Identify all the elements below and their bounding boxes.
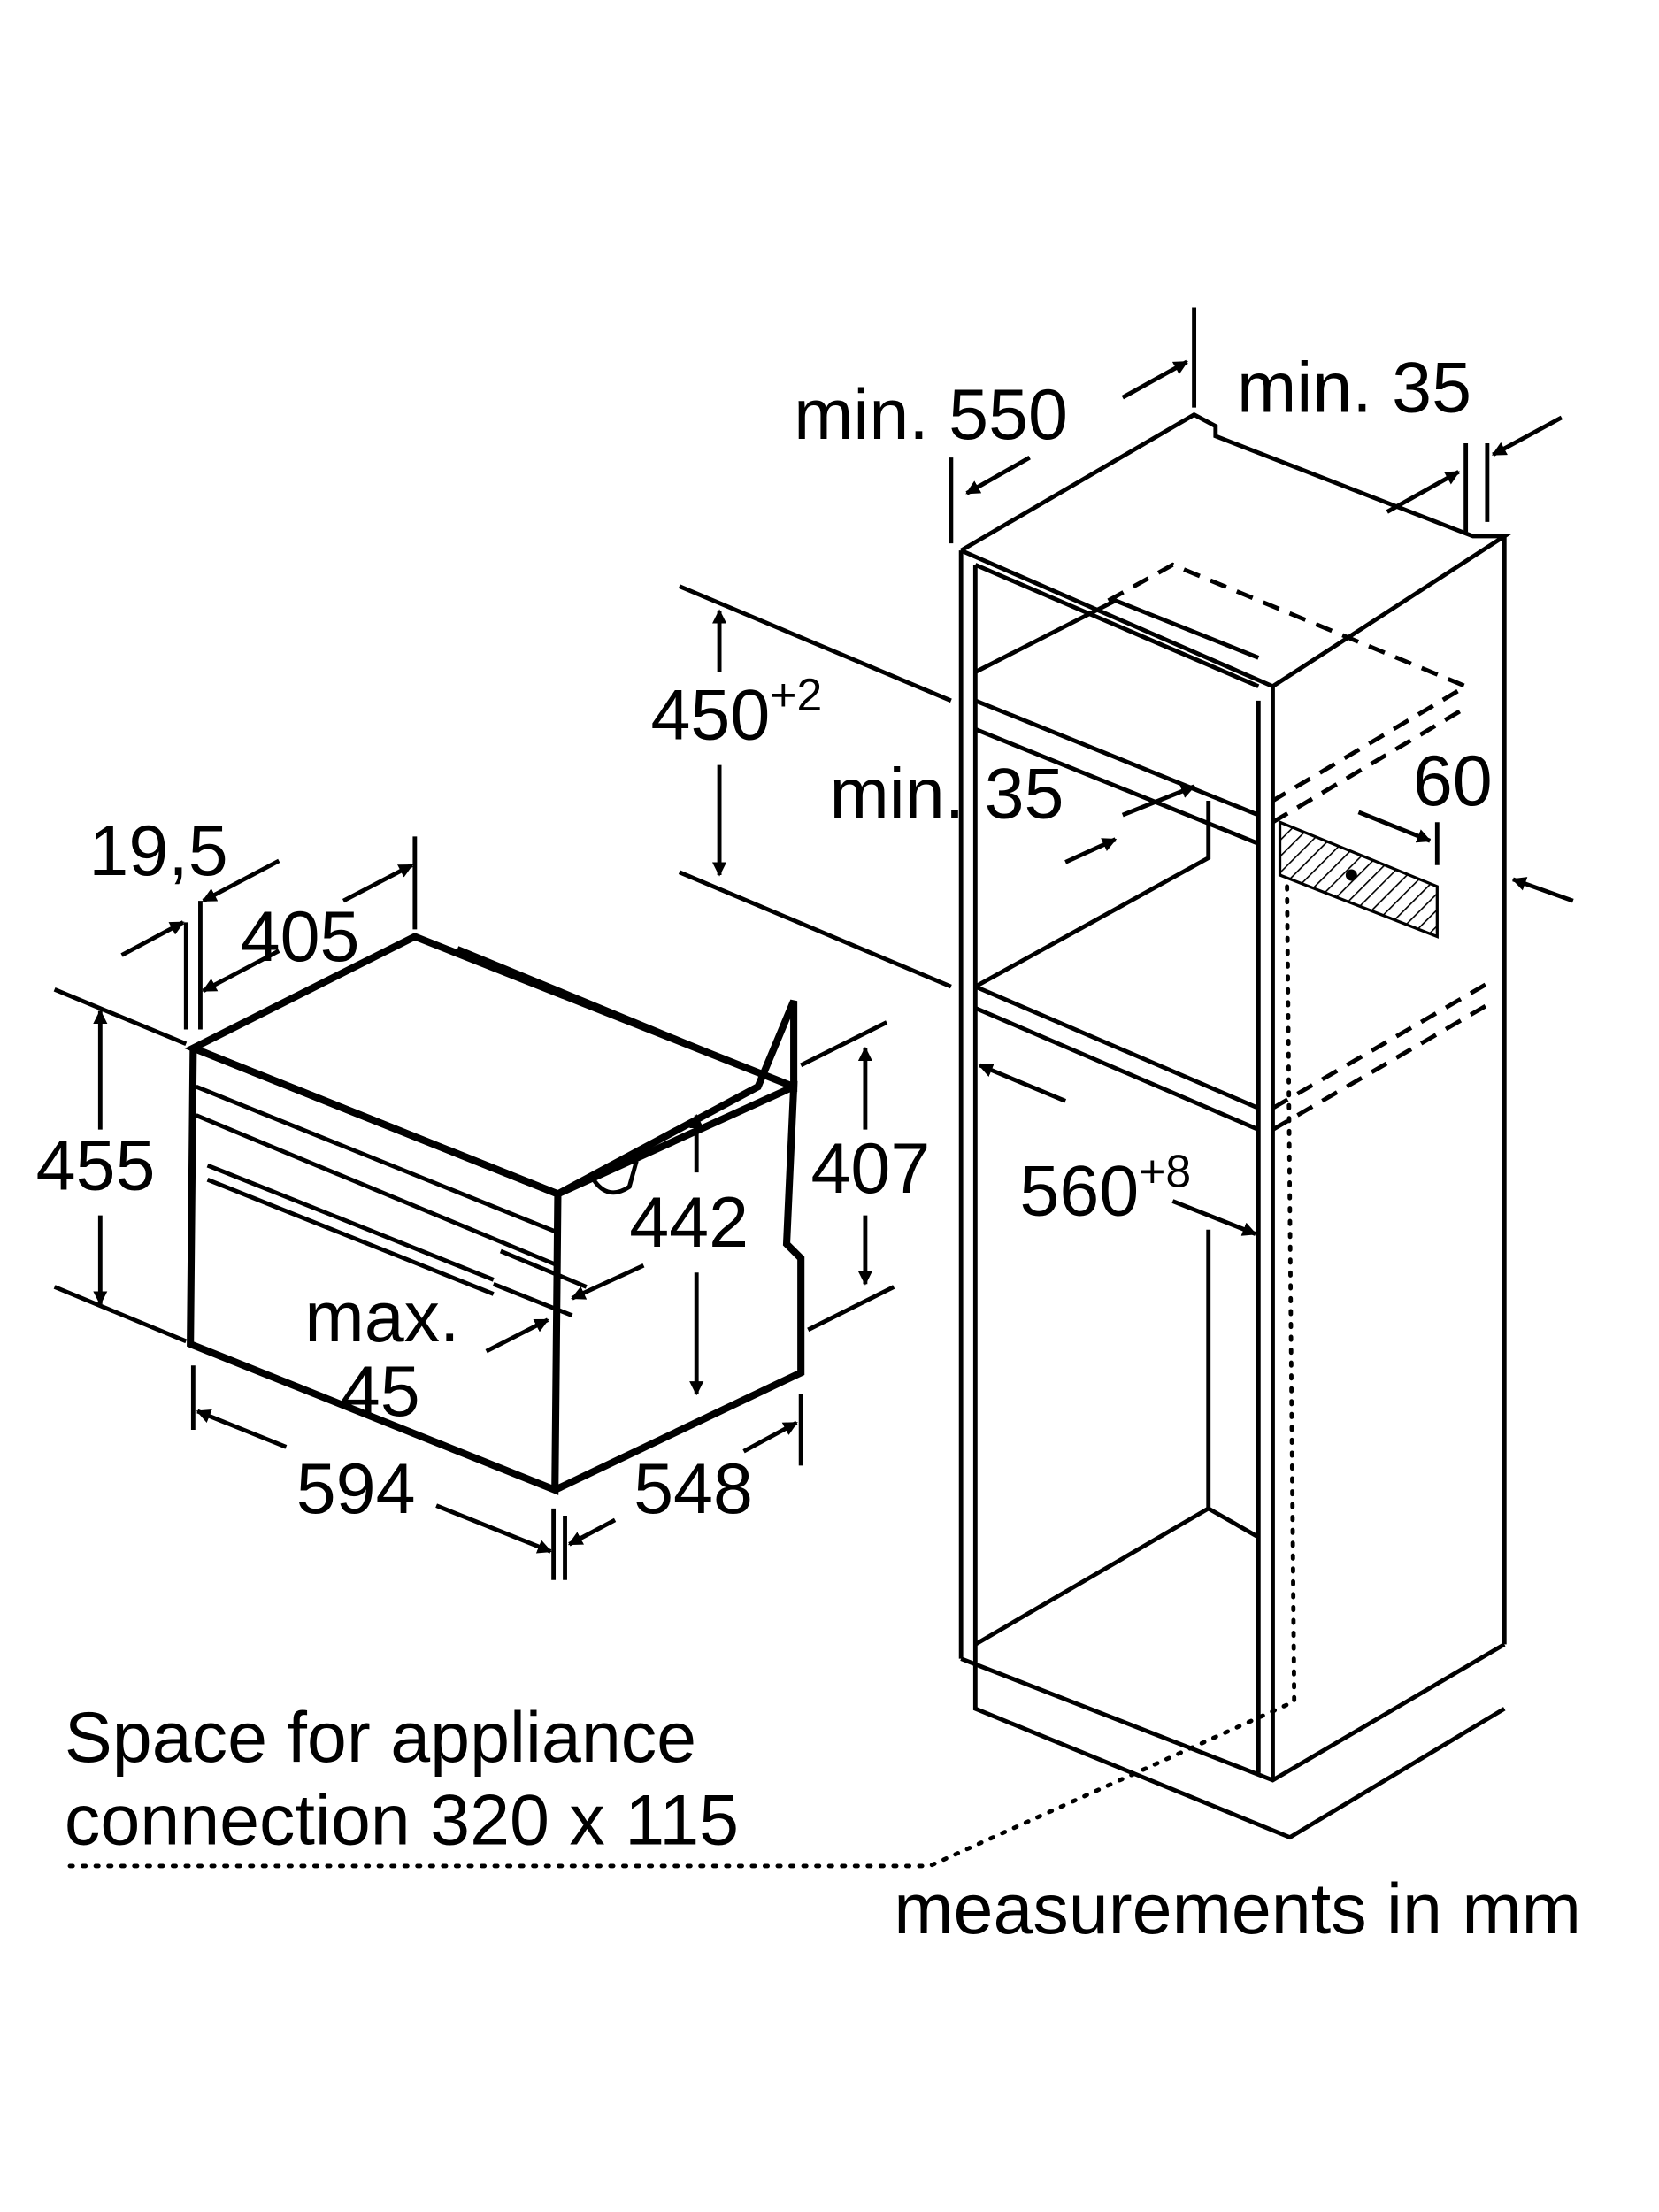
- label-rear-gap-min: min. 35: [1237, 348, 1471, 427]
- note-units: measurements in mm: [894, 1870, 1581, 1949]
- cabinet-drawing: [66, 411, 1512, 1869]
- label-gap-value: 45: [341, 1352, 420, 1432]
- label-width: 594: [296, 1449, 416, 1529]
- label-vent-depth: 60: [1413, 741, 1493, 821]
- label-height: 455: [36, 1126, 156, 1206]
- label-depth-front: 405: [241, 897, 360, 977]
- label-depth-offset: 19,5: [88, 811, 227, 891]
- dimension-lines: [53, 307, 1574, 1580]
- label-gap-max: max.: [304, 1278, 459, 1357]
- note-connection-line2: connection 320 x 115: [65, 1781, 739, 1861]
- label-depth: 548: [634, 1449, 753, 1529]
- label-niche-height: 450+2: [650, 669, 822, 755]
- label-cabinet-depth-min: min. 550: [794, 375, 1068, 455]
- label-shelf-gap-min: min. 35: [830, 754, 1064, 833]
- label-niche-width: 560+8: [1019, 1145, 1191, 1231]
- oven-drawing: [184, 933, 805, 1495]
- note-connection-line1: Space for appliance: [65, 1698, 696, 1778]
- label-inner-height: 442: [629, 1183, 749, 1263]
- label-height-side: 407: [810, 1129, 930, 1209]
